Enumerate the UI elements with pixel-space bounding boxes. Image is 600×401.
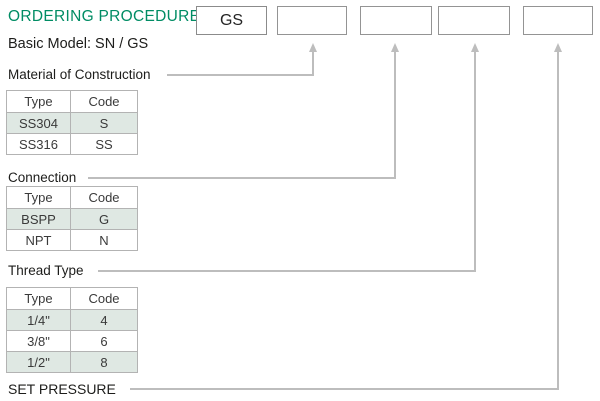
- thread-code-cell: 4: [70, 309, 138, 331]
- thread-type-cell: 3/8": [6, 330, 71, 352]
- connector-thread-line: [98, 270, 476, 272]
- table-row: NPT N: [6, 229, 138, 251]
- thread-code-cell: 6: [70, 330, 138, 352]
- page-title: ORDERING PROCEDURE: [8, 8, 201, 25]
- table-header-row: Type Code: [6, 287, 138, 310]
- table-header-row: Type Code: [6, 186, 138, 209]
- connector-pressure-line: [130, 388, 559, 390]
- thread-header-type: Type: [6, 287, 71, 310]
- connector-material-line: [167, 74, 314, 76]
- material-code-cell: S: [70, 112, 138, 134]
- material-header-type: Type: [6, 90, 71, 113]
- table-row: SS316 SS: [6, 133, 138, 155]
- basic-model-text: Basic Model: SN / GS: [8, 36, 149, 52]
- section-label-thread-type: Thread Type: [8, 263, 84, 278]
- table-header-row: Type Code: [6, 90, 138, 113]
- thread-code-cell: 8: [70, 351, 138, 373]
- connection-type-cell: NPT: [6, 229, 71, 251]
- arrow-up-icon: [553, 43, 562, 52]
- model-code-box-connection: [360, 6, 432, 35]
- section-label-set-pressure: SET PRESSURE: [8, 381, 116, 397]
- connection-table: Type Code BSPP G NPT N: [6, 186, 138, 251]
- material-header-code: Code: [70, 90, 138, 113]
- connector-pressure-line: [557, 52, 559, 390]
- arrow-up-icon: [390, 43, 399, 52]
- section-label-connection: Connection: [8, 170, 77, 185]
- arrow-up-icon: [470, 43, 479, 52]
- connection-code-cell: G: [70, 208, 138, 230]
- connector-connection-line: [88, 177, 396, 179]
- material-type-cell: SS304: [6, 112, 71, 134]
- material-code-cell: SS: [70, 133, 138, 155]
- material-table: Type Code SS304 S SS316 SS: [6, 90, 138, 155]
- connector-connection-line: [394, 52, 396, 179]
- connector-thread-line: [474, 52, 476, 272]
- thread-header-code: Code: [70, 287, 138, 310]
- table-row: 1/2" 8: [6, 351, 138, 373]
- model-code-box-thread: [438, 6, 510, 35]
- connection-header-code: Code: [70, 186, 138, 209]
- thread-type-cell: 1/4": [6, 309, 71, 331]
- connection-code-cell: N: [70, 229, 138, 251]
- connection-header-type: Type: [6, 186, 71, 209]
- section-label-material: Material of Construction: [8, 67, 151, 82]
- arrow-up-icon: [308, 43, 317, 52]
- table-row: 1/4" 4: [6, 309, 138, 331]
- table-row: 3/8" 6: [6, 330, 138, 352]
- connector-material-line: [312, 52, 314, 76]
- material-type-cell: SS316: [6, 133, 71, 155]
- connection-type-cell: BSPP: [6, 208, 71, 230]
- model-code-box-material: [277, 6, 347, 35]
- table-row: BSPP G: [6, 208, 138, 230]
- model-code-box-pressure: [523, 6, 593, 35]
- model-code-box-base: GS: [196, 6, 267, 35]
- thread-type-table: Type Code 1/4" 4 3/8" 6 1/2" 8: [6, 287, 138, 373]
- thread-type-cell: 1/2": [6, 351, 71, 373]
- table-row: SS304 S: [6, 112, 138, 134]
- model-code-base-value: GS: [219, 11, 244, 29]
